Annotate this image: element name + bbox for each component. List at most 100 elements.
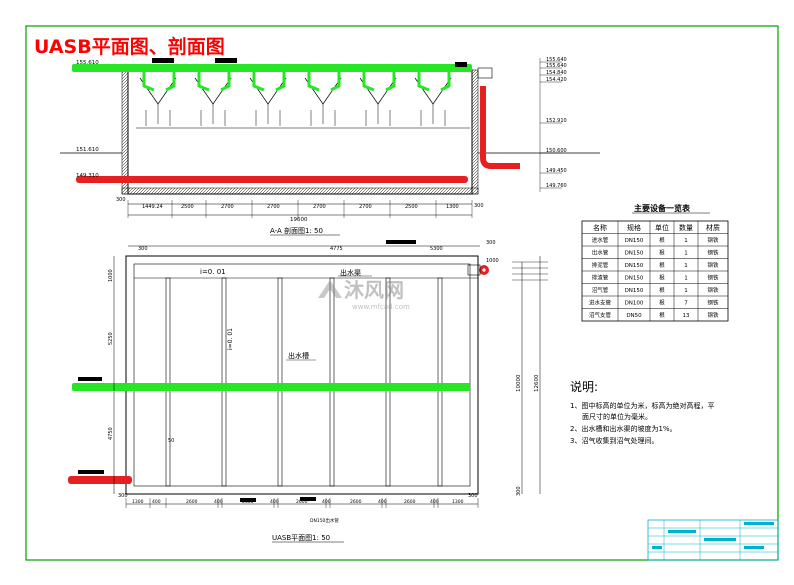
table-cell: 根	[659, 311, 665, 319]
plan-inlet-pipe	[68, 476, 132, 484]
table-cell: 进水管	[592, 236, 609, 244]
section-dim-label: 2700	[313, 204, 326, 210]
table-cell: 钢铁	[707, 236, 719, 244]
plan-dim-label: 2600	[186, 499, 198, 505]
plan-dim-label: 400	[152, 499, 161, 505]
section-elev-left-3: 149.310	[76, 173, 99, 179]
watermark-logo-icon	[318, 280, 342, 298]
table-cell: 根	[659, 286, 665, 294]
plan-top-dim-2: 4775	[330, 246, 343, 252]
plan-small-label: 50	[168, 438, 174, 444]
table-cell: 根	[659, 261, 665, 269]
section-dim-label: 2700	[359, 204, 372, 210]
table-cell: 沼气支管	[589, 311, 612, 319]
inlet-distribution-pipe	[76, 176, 468, 183]
table-cell: 1	[684, 250, 688, 256]
table-cell: DN150	[625, 288, 644, 294]
section-dim-label: 2500	[405, 204, 418, 210]
section-total-width: 19600	[290, 217, 308, 223]
drawing-title: UASB平面图、剖面图	[34, 35, 225, 58]
plan-dim-label: 2600	[404, 499, 416, 505]
plan-tank-outline	[125, 255, 479, 495]
biogas-branch-pipe	[307, 72, 320, 92]
plan-left-dim-2: 5250	[108, 332, 114, 345]
sheet-border	[25, 25, 779, 561]
plan-slope-label-vertical: i=0. 01	[227, 328, 234, 350]
biogas-branch-pipe	[252, 72, 265, 92]
table-cell: DN150	[625, 238, 644, 244]
section-dim-label: 2500	[181, 204, 194, 210]
three-phase-separators	[139, 72, 452, 126]
table-cell: 7	[684, 300, 688, 306]
section-tank-outline	[127, 69, 473, 195]
section-elev-right: 155.640	[546, 57, 567, 63]
table-cell: DN150	[625, 275, 644, 281]
plan-dim-label: 2600	[242, 499, 254, 505]
biogas-branch-pipe	[417, 72, 430, 92]
table-cell: DN50	[626, 313, 642, 319]
table-cell: 出水管	[592, 248, 609, 256]
outlet-trough	[165, 277, 171, 487]
plan-right-top-dim-1: 300	[486, 240, 496, 246]
table-cell: 根	[659, 273, 665, 281]
plan-dim-label: 400	[214, 499, 223, 505]
plan-right-outer-total: 12600	[534, 374, 540, 392]
plan-bottom-right-dim: 300	[516, 486, 522, 496]
plan-top-dim-1: 300	[138, 246, 148, 252]
notes-block: 说明: 1、图中标高的单位为米，标高为绝对高程，平 面尺寸的单位为毫米。 2、出…	[570, 379, 714, 445]
plan-bottom-end-right: 300	[468, 493, 478, 499]
section-elev-right: 154.840	[546, 70, 567, 76]
table-header-cell: 数量	[679, 223, 693, 232]
outlet-trough	[437, 277, 443, 487]
section-elevations-right: 155.640155.640154.840154.420152.910150.6…	[539, 57, 567, 192]
plan-caption: UASB平面图1: 50	[272, 534, 330, 542]
plan-dim-label: 1300	[132, 499, 144, 505]
plan-dim-label: 2600	[296, 499, 308, 505]
plan-left-dim-1: 1000	[108, 269, 114, 282]
section-caption: A-A 剖面图1: 50	[270, 226, 323, 235]
table-cell: 排渣管	[592, 273, 609, 281]
section-end-dim-right: 300	[474, 203, 484, 209]
biogas-header-pipe	[72, 64, 472, 72]
biogas-branch-pipe	[142, 72, 155, 92]
table-cell: 1	[684, 275, 688, 281]
biogas-branch-pipe	[362, 72, 375, 92]
section-end-dim-left: 300	[116, 197, 126, 203]
section-elev-right: 150.600	[546, 148, 567, 154]
section-dim-label: 2700	[221, 204, 234, 210]
table-cell: 根	[659, 248, 665, 256]
plan-dim-label: 400	[430, 499, 439, 505]
table-header-cell: 单位	[655, 223, 669, 232]
equipment-table-title: 主要设备一览表	[634, 203, 691, 213]
section-elev-right: 149.760	[546, 183, 567, 189]
section-dim-label: 1449.24	[142, 204, 163, 210]
plan-biogas-pipe	[72, 383, 470, 391]
plan-dim-label: 2600	[350, 499, 362, 505]
notes-line-4: 3、沼气收集到沼气处理间。	[570, 436, 658, 445]
watermark: 沐风网 www.mfcad.com	[318, 278, 410, 311]
section-elev-right: 152.910	[546, 118, 567, 124]
outlet-troughs	[165, 277, 443, 487]
title-block	[647, 519, 779, 561]
outlet-riser-pipe	[480, 86, 520, 169]
plan-bottom-note: DN150出水管	[310, 517, 339, 524]
table-cell: 钢铁	[707, 248, 719, 256]
table-header-cell: 名称	[593, 223, 607, 232]
plan-dim-label: 400	[270, 499, 279, 505]
table-cell: 钢铁	[707, 286, 719, 294]
plan-dim-label: 400	[378, 499, 387, 505]
outlet-trough	[329, 277, 335, 487]
plan-left-dim-3: 4750	[108, 427, 114, 440]
table-cell: 钢铁	[707, 311, 719, 319]
table-cell: 1	[684, 238, 688, 244]
table-cell: DN150	[625, 250, 644, 256]
table-header-cell: 规格	[627, 223, 641, 232]
plan-view: 300 4775 5300 300 1000 i=0. 01 出水渠 出水槽 i…	[68, 240, 548, 543]
section-dim-label: 2700	[267, 204, 280, 210]
table-cell: 根	[659, 298, 665, 306]
table-cell: 排泥管	[592, 261, 609, 269]
table-cell: 钢铁	[707, 273, 719, 281]
plan-right-level-ticks	[512, 261, 548, 281]
